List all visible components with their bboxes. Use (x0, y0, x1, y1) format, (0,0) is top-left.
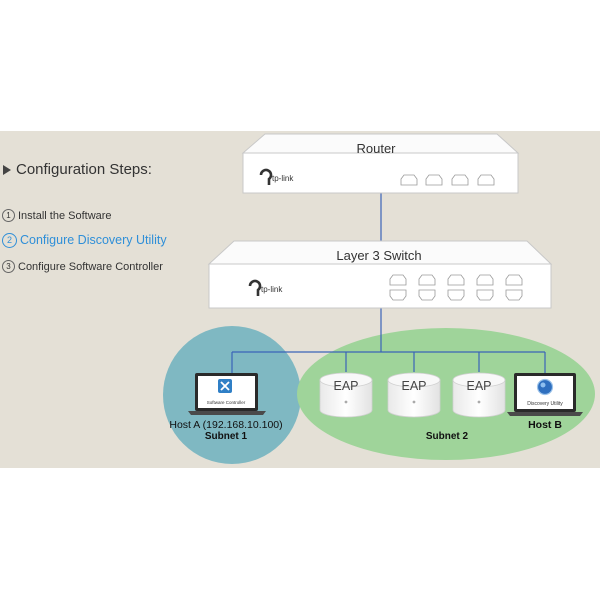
host-a-laptop: Software Controller (188, 373, 266, 415)
host-a-screen-text: Software Controller (207, 400, 246, 405)
host-a-label: Host A (192.168.10.100) (169, 419, 282, 431)
router-device: Router tp-link (241, 133, 520, 194)
network-links (231, 192, 546, 373)
switch-brand: tp-link (261, 285, 283, 294)
eap-label: EAP (466, 379, 491, 393)
discovery-utility-icon (536, 378, 554, 396)
layer3-switch-device: Layer 3 Switch tp-link (207, 240, 553, 309)
eap-device: EAP (387, 372, 441, 418)
step-label: Install the Software (18, 210, 112, 222)
router-ports (400, 174, 495, 186)
step-number-1: 1 (2, 209, 15, 222)
host-b-laptop: Discovery Utility (507, 373, 583, 416)
steps-title: Configuration Steps: (16, 161, 152, 178)
router-label: Router (356, 141, 396, 156)
tp-link-logo-icon: tp-link (248, 279, 283, 296)
play-arrow-icon (3, 165, 11, 175)
step-number-3: 3 (2, 260, 15, 273)
host-b-screen-text: Discovery Utility (527, 401, 563, 407)
step-label: Configure Software Controller (18, 261, 163, 273)
host-b-label: Host B (528, 419, 562, 431)
step-number-2: 2 (2, 233, 17, 248)
step-label: Configure Discovery Utility (20, 233, 167, 247)
eap-device: EAP (319, 372, 373, 418)
tp-link-logo-icon: tp-link (259, 168, 294, 185)
subnet-2-label: Subnet 2 (426, 431, 469, 442)
switch-ports (389, 274, 523, 301)
subnet-2-zone (297, 328, 595, 460)
subnet-1-label: Subnet 1 (205, 431, 248, 442)
router-brand: tp-link (272, 174, 294, 183)
eap-label: EAP (333, 379, 358, 393)
switch-label: Layer 3 Switch (336, 248, 421, 263)
eap-device: EAP (452, 372, 506, 418)
eap-label: EAP (401, 379, 426, 393)
